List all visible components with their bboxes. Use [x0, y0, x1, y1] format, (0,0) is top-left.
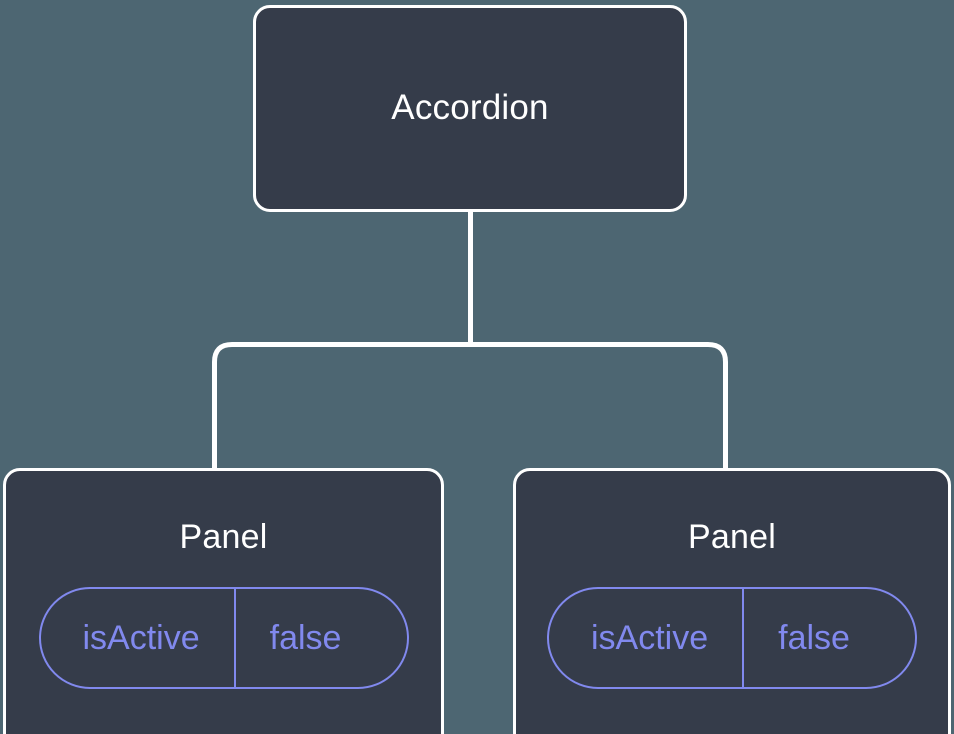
prop-badge-isactive-left[interactable]: isActive false: [38, 587, 409, 690]
prop-key-label: isActive: [82, 618, 200, 657]
prop-key-label: isActive: [591, 618, 709, 657]
connector-branch-bar: [212, 342, 728, 470]
node-panel-left[interactable]: Panel isActive false: [3, 468, 444, 734]
node-panel-right[interactable]: Panel isActive false: [513, 468, 951, 734]
prop-value-label: false: [233, 589, 384, 688]
prop-value-label: false: [742, 589, 892, 688]
node-panel-right-label: Panel: [688, 518, 776, 556]
node-accordion[interactable]: Accordion: [253, 5, 687, 212]
prop-badge-isactive-right[interactable]: isActive false: [547, 587, 917, 690]
node-panel-left-label: Panel: [179, 518, 268, 556]
node-accordion-label: Accordion: [391, 88, 549, 128]
